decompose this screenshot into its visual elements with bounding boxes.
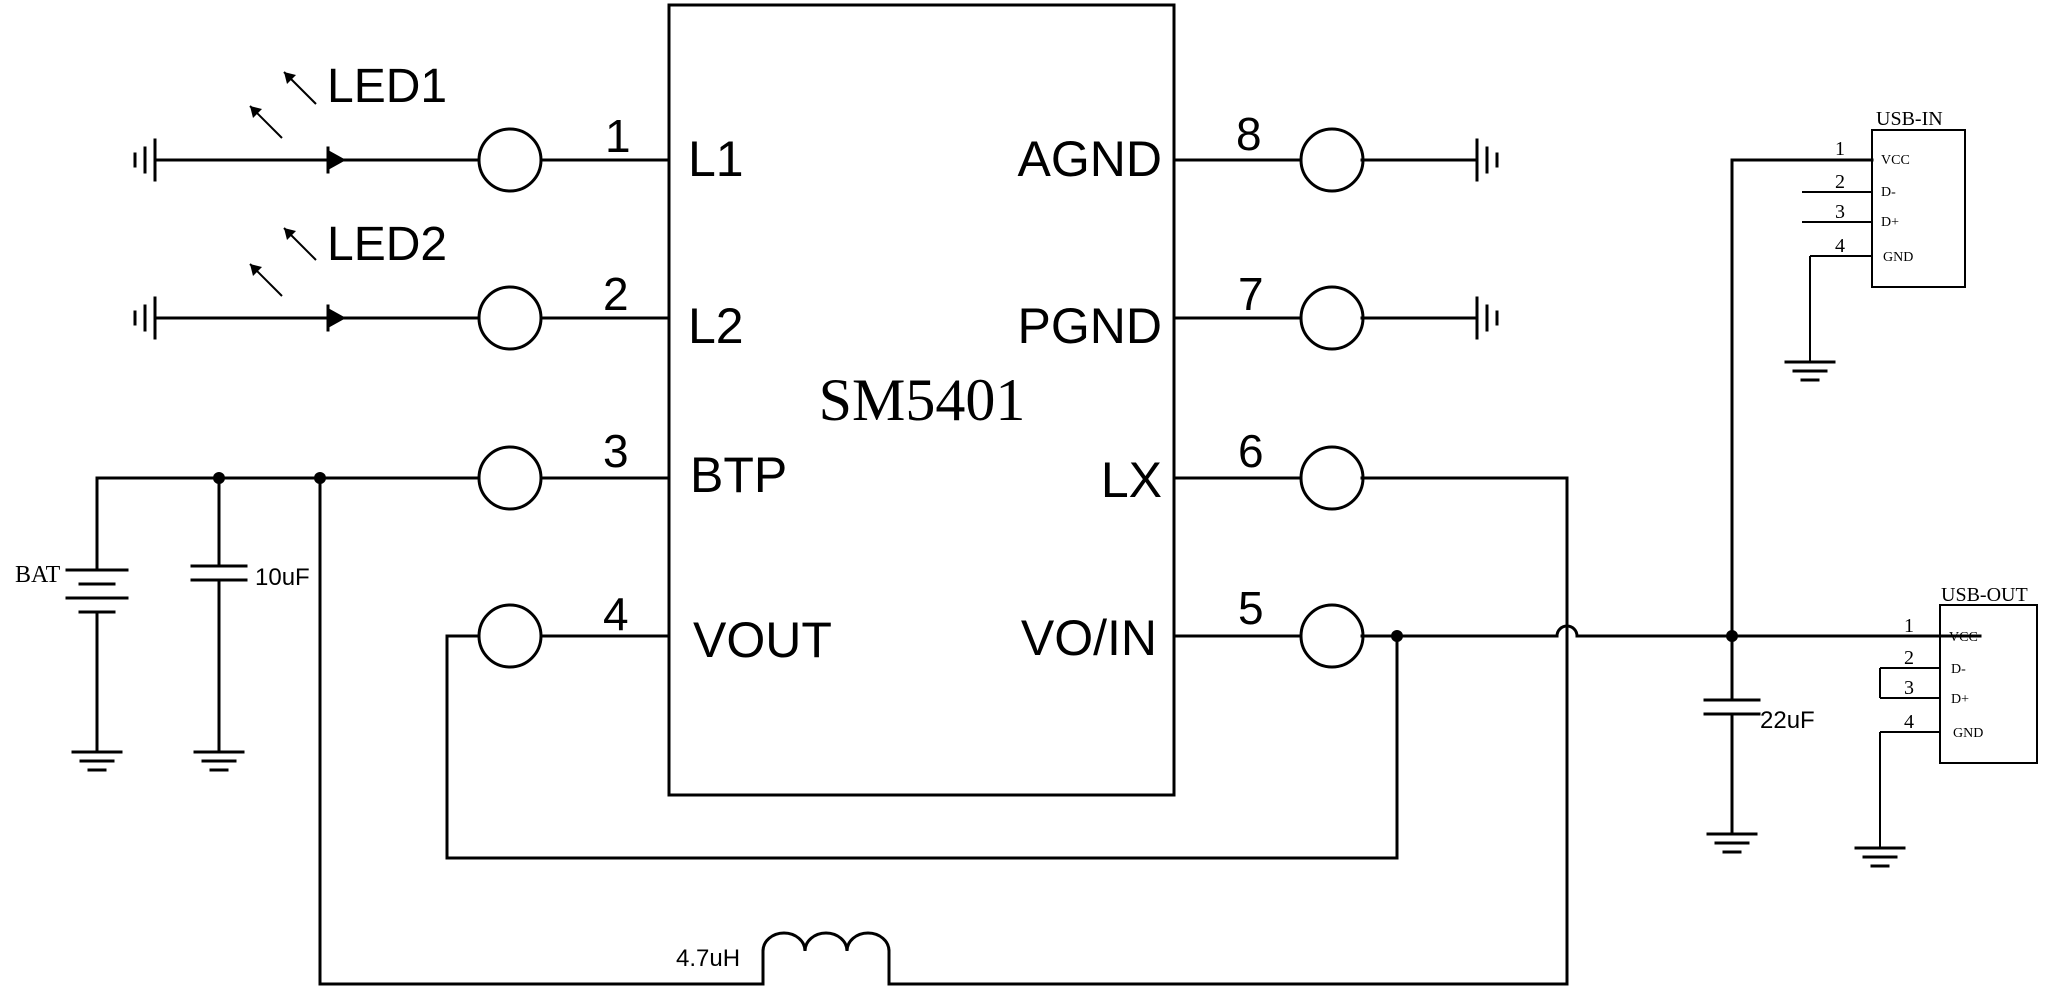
pin-7-net — [1172, 285, 1499, 351]
usb-in-title: USB-IN — [1876, 108, 1943, 130]
led1-symbol — [249, 71, 346, 174]
pin-number-5: 5 — [1238, 582, 1264, 634]
capacitor-10uf-label: 10uF — [255, 564, 310, 591]
usb-out-pin-4-num: 4 — [1904, 711, 1914, 733]
usb-in-pin-1-label: VCC — [1881, 153, 1910, 168]
usb-in-pin-2-label: D- — [1881, 185, 1896, 200]
pin-5-vo-in-net — [1172, 603, 1982, 669]
usb-in-pin-1-num: 1 — [1835, 138, 1845, 160]
pin-number-4: 4 — [603, 588, 629, 640]
pin-number-3: 3 — [603, 425, 629, 477]
pin-8-net — [1172, 127, 1499, 193]
usb-out-pin-4-label: GND — [1953, 726, 1983, 741]
usb-out-pin-3-num: 3 — [1904, 677, 1914, 699]
usb-out-pin-1-label: VCC — [1949, 630, 1978, 645]
inductor-symbol — [761, 931, 891, 986]
pin-2-net — [153, 285, 671, 351]
usb-out-pin-2-num: 2 — [1904, 647, 1914, 669]
pin-number-7: 7 — [1238, 268, 1264, 320]
pin-label-vout: VOUT — [693, 612, 832, 668]
ground-symbol-battery — [71, 750, 123, 772]
pin-1-net — [153, 127, 671, 193]
pin-label-vo-in: VO/IN — [1021, 610, 1157, 666]
chip-body — [667, 3, 1176, 797]
pin-number-2: 2 — [603, 268, 629, 320]
usb-out-connector — [1854, 604, 2038, 868]
usb-out-pin-2-label: D- — [1951, 662, 1966, 677]
usb-out-title: USB-OUT — [1941, 584, 2028, 606]
usb-in-pin-3-num: 3 — [1835, 201, 1845, 223]
chip-name: SM5401 — [819, 367, 1026, 433]
led1-label: LED1 — [327, 60, 447, 113]
ground-symbol-22uf — [1706, 832, 1758, 854]
pin-label-l2: L2 — [688, 298, 744, 354]
pin-label-btp: BTP — [690, 447, 787, 503]
led2-label: LED2 — [327, 218, 447, 271]
led2-symbol — [249, 227, 346, 332]
usb-in-pin-3-label: D+ — [1881, 215, 1899, 230]
usb-in-vcc-net — [1730, 158, 1874, 638]
btp-net — [95, 445, 671, 511]
pin-6-lx-net — [1172, 445, 1569, 511]
pin-label-l1: L1 — [688, 131, 744, 187]
battery-label: BAT — [15, 562, 61, 588]
usb-in-connector — [1784, 129, 1966, 382]
pin-label-pgnd: PGND — [1018, 298, 1162, 354]
capacitor-10uf-symbol — [190, 476, 248, 754]
pin-number-8: 8 — [1236, 108, 1262, 160]
ground-symbol-led2 — [133, 296, 157, 340]
inductor-net — [318, 476, 1569, 986]
pin-number-6: 6 — [1238, 425, 1264, 477]
usb-in-pin-2-num: 2 — [1835, 171, 1845, 193]
pin-label-agnd: AGND — [1018, 131, 1162, 187]
usb-in-pin-4-label: GND — [1883, 250, 1913, 265]
usb-in-pin-4-num: 4 — [1835, 235, 1845, 257]
vout-net — [445, 603, 1399, 860]
usb-out-pin-1-num: 1 — [1904, 615, 1914, 637]
capacitor-22uf-label: 22uF — [1760, 707, 1815, 734]
ground-symbol-10uf — [193, 750, 245, 772]
pin-label-lx: LX — [1101, 452, 1162, 508]
usb-out-pin-3-label: D+ — [1951, 692, 1969, 707]
inductor-label: 4.7uH — [676, 945, 740, 972]
ground-symbol-led1 — [133, 138, 157, 182]
pin-number-1: 1 — [605, 110, 631, 162]
battery-symbol — [65, 476, 129, 754]
capacitor-22uf-symbol — [1703, 634, 1761, 836]
